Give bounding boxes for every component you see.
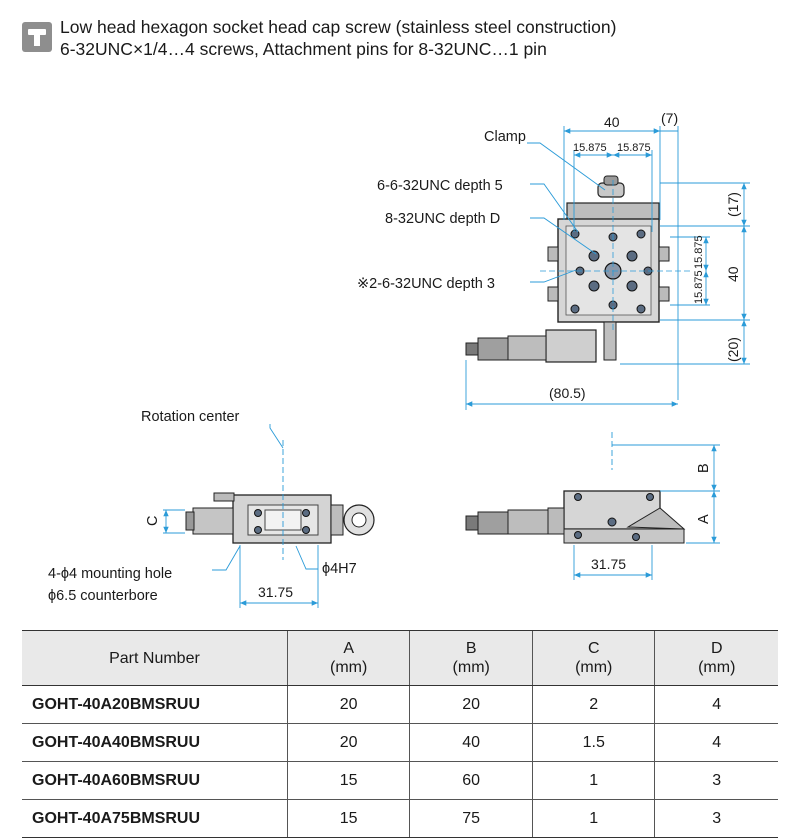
dim-pitch-top: 15.875 [693,235,705,269]
cell-b: 40 [409,723,533,762]
cell-part-number: GOHT-40A75BMSRUU [22,799,288,838]
dim-side-span: 31.75 [591,556,626,572]
dim-width: 40 [604,114,620,130]
label-clamp: Clamp [484,129,526,145]
dim-height: 40 [725,266,741,282]
cell-c: 1.5 [531,723,655,762]
technical-drawing: Clamp 6-6-32UNC depth 5 8-32UNC depth D … [48,110,750,608]
header-c: C(mm) [531,630,655,686]
table-row: GOHT-40A60BMSRUU 15 60 1 3 [22,761,778,800]
dim-pitch-bottom: 15.875 [693,270,705,304]
label-rotation-center: Rotation center [141,409,240,425]
note-header: Low head hexagon socket head cap screw (… [22,16,782,66]
note-line-1: Low head hexagon socket head cap screw (… [60,17,617,37]
dim-height-top: (17) [725,192,741,217]
label-tap-b: 8-32UNC depth D [385,211,500,227]
cell-d: 4 [654,723,778,762]
dim-height-bottom: (20) [725,337,741,362]
header-d: D(mm) [654,630,778,686]
header-part-number: Part Number [22,630,288,686]
dim-overall: (80.5) [549,385,586,401]
label-c: C [145,516,161,526]
cell-b: 20 [409,685,533,724]
label-tap-c: ※2-6-32UNC depth 3 [357,276,495,292]
header-b: B(mm) [409,630,533,686]
spec-table: Part Number A(mm) B(mm) C(mm) D(mm) GOHT… [22,630,778,838]
cell-part-number: GOHT-40A60BMSRUU [22,761,288,800]
cell-a: 20 [286,723,410,762]
label-a: A [696,514,712,524]
table-row: GOHT-40A40BMSRUU 20 40 1.5 4 [22,723,778,762]
header-a: A(mm) [286,630,410,686]
label-b: B [696,463,712,473]
cell-b: 60 [409,761,533,800]
cell-a: 15 [286,761,410,800]
cell-d: 3 [654,761,778,800]
note-text: Low head hexagon socket head cap screw (… [60,16,616,60]
cell-b: 75 [409,799,533,838]
label-counterbore: ϕ6.5 counterbore [48,588,158,604]
cell-d: 4 [654,685,778,724]
top-view: Clamp 6-6-32UNC depth 5 8-32UNC depth D … [357,110,750,410]
table-row: GOHT-40A75BMSRUU 15 75 1 3 [22,799,778,838]
dim-front-span: 31.75 [258,584,293,600]
cell-c: 1 [531,761,655,800]
dim-offset: (7) [661,110,678,126]
cell-a: 15 [286,799,410,838]
label-pin: ϕ4H7 [322,561,357,577]
dim-pitch-left: 15.875 [573,142,607,154]
hex-socket-screw-icon [22,22,52,52]
label-tap-a: 6-6-32UNC depth 5 [377,178,503,194]
cell-d: 3 [654,799,778,838]
note-line-2: 6-32UNC×1/4…4 screws, Attachment pins fo… [60,39,547,59]
table-header-row: Part Number A(mm) B(mm) C(mm) D(mm) [22,630,778,686]
label-mounting-hole: 4-ϕ4 mounting hole [48,566,172,582]
cell-part-number: GOHT-40A20BMSRUU [22,685,288,724]
table-row: GOHT-40A20BMSRUU 20 20 2 4 [22,685,778,724]
dim-pitch-right: 15.875 [617,142,651,154]
cell-c: 2 [531,685,655,724]
side-view: B A 31.75 [465,432,720,580]
cell-c: 1 [531,799,655,838]
cell-part-number: GOHT-40A40BMSRUU [22,723,288,762]
front-view: Rotation center C 4-ϕ4 mounting hole ϕ6.… [48,409,375,608]
cell-a: 20 [286,685,410,724]
